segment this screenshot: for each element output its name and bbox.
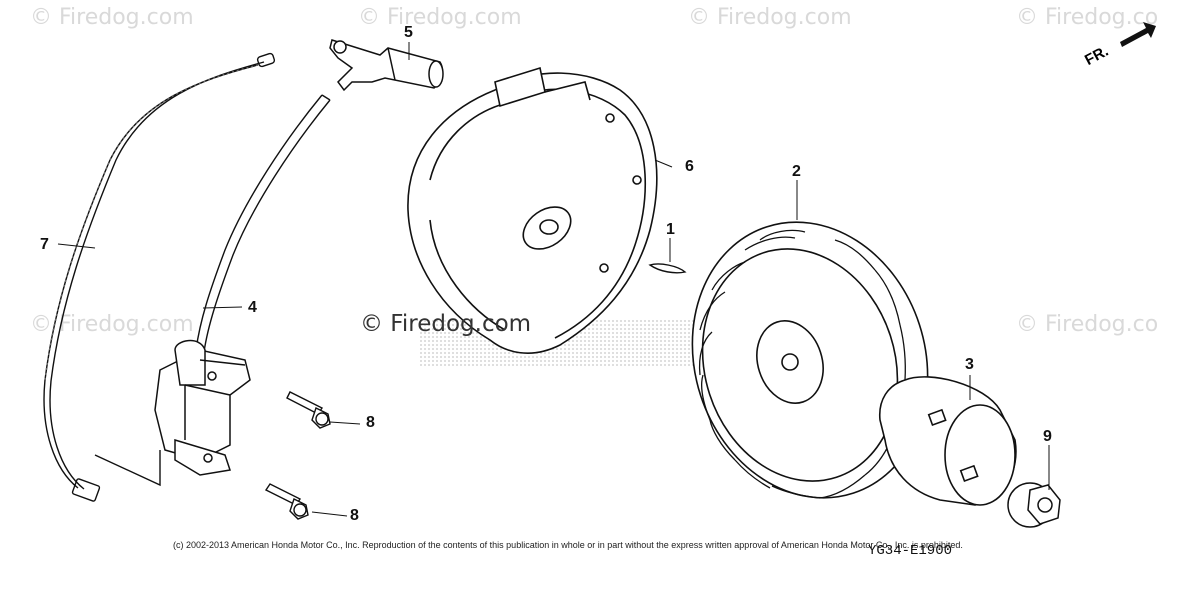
callout-1: 1 — [666, 221, 675, 238]
callout-2: 2 — [792, 163, 801, 180]
front-direction-arrow — [1120, 22, 1156, 47]
watermark-center: © Firedog.com — [360, 311, 532, 337]
callout-7: 7 — [40, 236, 49, 253]
coil-bolt-lower — [264, 483, 309, 520]
copyright-notice: (c) 2002-2013 American Honda Motor Co., … — [173, 540, 963, 550]
spark-plug-lead — [195, 94, 331, 353]
callout-8-lower: 8 — [350, 507, 359, 524]
callout-4: 4 — [248, 299, 257, 316]
watermark-mid-2: © Firedog.co — [1016, 312, 1159, 337]
spark-plug-cap — [329, 39, 444, 92]
flange-nut — [1007, 482, 1061, 528]
callout-8-upper: 8 — [366, 414, 375, 431]
coil-bolt-upper — [286, 391, 331, 429]
watermark-top-2: © Firedog.com — [358, 5, 522, 30]
fan-cover — [407, 66, 658, 354]
starter-pulley — [879, 376, 1017, 506]
wire-harness — [43, 52, 276, 502]
callout-6: 6 — [685, 158, 694, 175]
flywheel — [691, 221, 929, 499]
watermark-top-1: © Firedog.com — [30, 5, 194, 30]
watermark-top-4: © Firedog.co — [1016, 5, 1159, 30]
ignition-coil — [154, 339, 251, 476]
diagram-code: YG34-E1900 — [868, 543, 953, 559]
callout-5: 5 — [404, 24, 413, 41]
leader-lines — [57, 42, 1050, 517]
callout-9: 9 — [1043, 428, 1052, 445]
watermark-mid-1: © Firedog.com — [30, 312, 194, 337]
watermark-top-3: © Firedog.com — [688, 5, 852, 30]
woodruff-key — [648, 263, 687, 274]
callout-3: 3 — [965, 356, 974, 373]
